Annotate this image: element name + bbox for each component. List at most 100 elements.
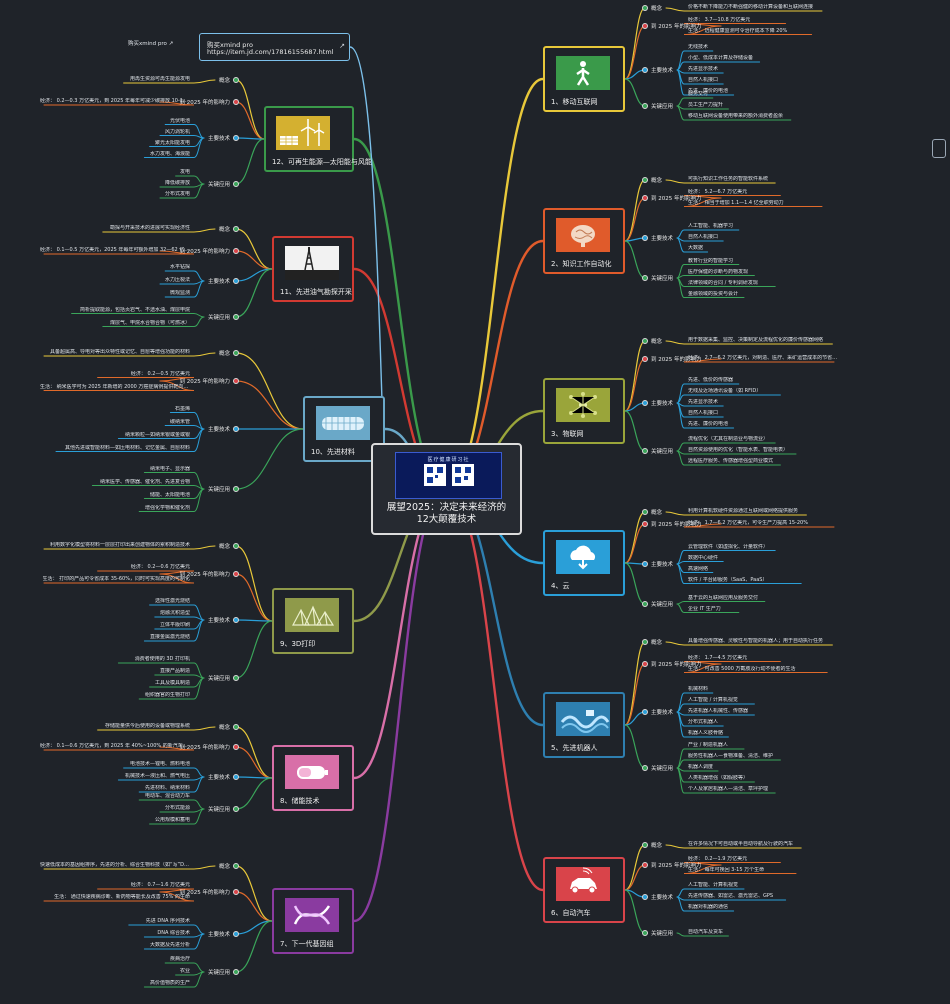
- topic-item[interactable]: 生活： 每年可挽回 3-15 万个生命: [688, 866, 765, 873]
- branch-b11[interactable]: 11、先进油气勘探开采: [272, 236, 354, 302]
- category-toggle-icon[interactable]: [642, 862, 648, 868]
- topic-item[interactable]: 碳纳米管: [169, 418, 190, 425]
- category-label[interactable]: 概念: [218, 351, 230, 357]
- topic-item[interactable]: 经济： 0.2—0.5 万亿美元: [130, 370, 190, 377]
- category-toggle-icon[interactable]: [233, 863, 239, 869]
- topic-item[interactable]: 生活： 打印的产品可令省成本 35-60%，同时可实现高度的可制化: [42, 576, 190, 582]
- category-label[interactable]: 主要技术: [651, 68, 674, 74]
- topic-item[interactable]: 人工智能 / 计算机视觉: [688, 697, 738, 703]
- category-toggle-icon[interactable]: [642, 639, 648, 645]
- category-toggle-icon[interactable]: [233, 617, 239, 623]
- topic-item[interactable]: 高速网络: [688, 565, 709, 572]
- category-label[interactable]: 到 2025 年的影响力: [179, 379, 231, 385]
- category-toggle-icon[interactable]: [233, 806, 239, 812]
- category-label[interactable]: 主要技术: [207, 427, 230, 433]
- category-label[interactable]: 到 2025 年的影响力: [179, 572, 231, 578]
- topic-item[interactable]: 机械技术—液压和、燃气电压: [124, 773, 190, 779]
- topic-item[interactable]: 纳米颗粒—如纳米银或金或银: [124, 431, 190, 438]
- category-toggle-icon[interactable]: [642, 894, 648, 900]
- category-label[interactable]: 关键应用: [207, 315, 230, 321]
- category-label[interactable]: 概念: [651, 843, 663, 849]
- category-toggle-icon[interactable]: [233, 99, 239, 105]
- category-label[interactable]: 概念: [218, 227, 230, 233]
- category-label[interactable]: 主要技术: [207, 136, 230, 142]
- topic-item[interactable]: 企业 IT 生产力: [688, 605, 721, 612]
- category-label[interactable]: 主要技术: [651, 401, 674, 407]
- topic-item[interactable]: 机械材料: [688, 686, 709, 692]
- topic-item[interactable]: 经济： 0.1—0.6 万亿美元，到 2025 年 40%~100% 的新汽车使…: [40, 743, 190, 749]
- category-toggle-icon[interactable]: [233, 426, 239, 432]
- category-toggle-icon[interactable]: [642, 400, 648, 406]
- category-toggle-icon[interactable]: [233, 378, 239, 384]
- topic-item[interactable]: 纳米医学、传感器、催化剂、先进复合物: [99, 478, 190, 485]
- topic-item[interactable]: 选择性激光烧结: [154, 598, 190, 604]
- category-toggle-icon[interactable]: [233, 486, 239, 492]
- category-label[interactable]: 概念: [651, 6, 663, 12]
- topic-item[interactable]: 大数据: [688, 245, 704, 251]
- topic-item[interactable]: 医疗保健的诊断与药物发现: [688, 268, 749, 275]
- topic-item[interactable]: 微观监测: [169, 290, 190, 296]
- topic-item[interactable]: 在许多情况下可自动或半自动导航及行驶的汽车: [688, 841, 794, 847]
- category-label[interactable]: 到 2025 年的影响力: [179, 745, 231, 751]
- topic-item[interactable]: 生活： 通过快速疾病诊断、新药物等能长及改善 75% 的生命: [54, 894, 190, 900]
- category-toggle-icon[interactable]: [233, 724, 239, 730]
- category-label[interactable]: 关键应用: [651, 276, 674, 282]
- category-toggle-icon[interactable]: [233, 543, 239, 549]
- category-label[interactable]: 到 2025 年的影响力: [651, 24, 702, 30]
- category-label[interactable]: 关键应用: [651, 766, 674, 772]
- category-label[interactable]: 到 2025 年的影响力: [179, 890, 231, 896]
- category-label[interactable]: 主要技术: [651, 895, 674, 901]
- topic-item[interactable]: 先进、低价的传感器: [688, 377, 734, 383]
- topic-item[interactable]: 金融领域的投资与会计: [688, 290, 739, 297]
- category-toggle-icon[interactable]: [642, 765, 648, 771]
- topic-item[interactable]: 水力发电、海浪能: [149, 150, 190, 157]
- promo-side-label[interactable]: 购买xmind pro ↗: [128, 41, 174, 47]
- topic-item[interactable]: 经济： 5.2—6.7 万亿美元: [688, 188, 748, 195]
- topic-item[interactable]: 其他先进或智能材料—如压电材料、记忆金属、自愈材料: [64, 444, 190, 451]
- category-label[interactable]: 主要技术: [207, 279, 230, 285]
- topic-item[interactable]: 水平钻探: [169, 264, 190, 270]
- topic-item[interactable]: 机器对机器的通信: [688, 904, 729, 910]
- topic-item[interactable]: 人工智能、机器学习: [688, 223, 734, 229]
- topic-item[interactable]: 高价值物质的生产: [149, 980, 190, 986]
- category-toggle-icon[interactable]: [642, 448, 648, 454]
- branch-b6[interactable]: 6、自动汽车: [543, 857, 625, 923]
- category-label[interactable]: 关键应用: [651, 104, 674, 110]
- topic-item[interactable]: 云管理软件（如虚拟化、计量软件）: [688, 543, 769, 550]
- category-toggle-icon[interactable]: [642, 509, 648, 515]
- category-toggle-icon[interactable]: [233, 226, 239, 232]
- category-toggle-icon[interactable]: [233, 350, 239, 356]
- category-toggle-icon[interactable]: [233, 248, 239, 254]
- topic-item[interactable]: 电池技术—锂电、燃料电池: [129, 761, 190, 767]
- category-toggle-icon[interactable]: [642, 5, 648, 11]
- topic-item[interactable]: 先进显示技术: [688, 399, 719, 405]
- category-toggle-icon[interactable]: [642, 103, 648, 109]
- branch-b5[interactable]: 5、先进机器人: [543, 692, 625, 758]
- category-toggle-icon[interactable]: [642, 235, 648, 241]
- topic-item[interactable]: 光伏电池: [169, 117, 190, 124]
- topic-item[interactable]: 经济： 0.2—1.9 万亿美元: [688, 855, 748, 862]
- topic-item[interactable]: 先进材料、纳米材料: [144, 785, 190, 791]
- topic-item[interactable]: 服务性机器人—食物准备、清洁、维护: [688, 753, 774, 759]
- topic-item[interactable]: 生活： 可改善 5000 万截肢及行动不便者的生活: [688, 665, 796, 672]
- category-toggle-icon[interactable]: [233, 314, 239, 320]
- category-label[interactable]: 关键应用: [651, 602, 674, 608]
- topic-item[interactable]: 大数据及先进分析: [149, 942, 190, 948]
- topic-item[interactable]: 先进 DNA 序列技术: [145, 918, 190, 924]
- topic-item[interactable]: 个人及家居机器人—清洁、草坪护理: [688, 786, 769, 792]
- topic-item[interactable]: 立体平版印刷: [159, 622, 190, 628]
- category-label[interactable]: 主要技术: [207, 775, 230, 781]
- topic-item[interactable]: 机器人调度: [688, 764, 714, 770]
- topic-item[interactable]: 利用计算机软硬件资源通过互联网或网络提供服务: [688, 508, 799, 514]
- topic-item[interactable]: 自然人机接口: [688, 77, 719, 83]
- topic-item[interactable]: 利用数字化模型将材料一层层打印出来创建物体的累积制造技术: [49, 542, 190, 548]
- category-label[interactable]: 关键应用: [207, 970, 230, 976]
- category-label[interactable]: 关键应用: [207, 676, 230, 682]
- topic-item[interactable]: 法律领域的合同 / 专利调研发现: [688, 279, 758, 286]
- topic-item[interactable]: 员工生产力提升: [688, 102, 724, 108]
- topic-item[interactable]: 电动车、混合动力车: [144, 793, 190, 799]
- topic-item[interactable]: 公用规模和蓄电: [154, 817, 190, 823]
- topic-item[interactable]: 经济： 1.7—6.2 万亿美元，可令生产力提高 15-20%: [688, 520, 808, 526]
- topic-item[interactable]: 可执行知识工作任务的智能软件系统: [688, 176, 769, 182]
- topic-item[interactable]: 风力涡轮机: [164, 128, 190, 135]
